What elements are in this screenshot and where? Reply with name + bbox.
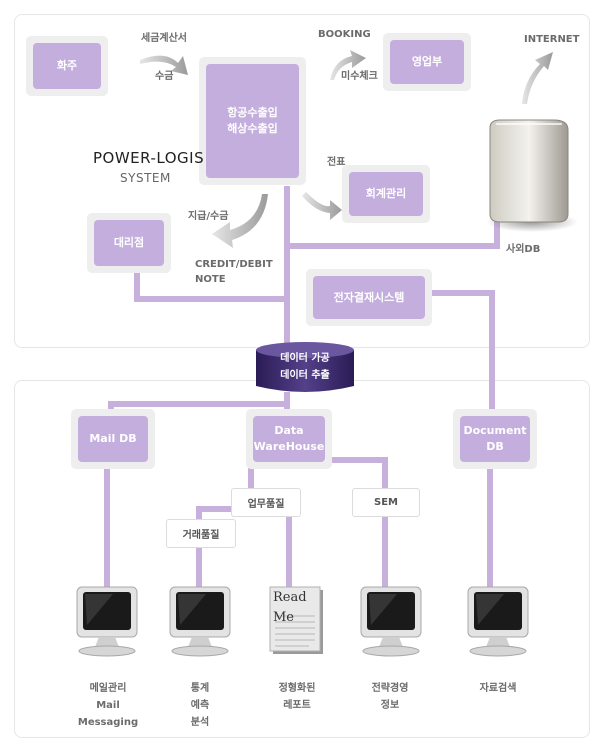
internal-db-label: 사외DB — [506, 244, 541, 255]
shipper-box[interactable]: 화주 — [26, 36, 108, 96]
trade-quality-tag: 거래품질 — [166, 519, 236, 548]
system-subtitle: SYSTEM — [120, 171, 171, 185]
connector-line — [108, 401, 114, 415]
mail-db-box[interactable]: Mail DB — [71, 409, 155, 469]
connector-line — [104, 466, 110, 588]
connector-line — [494, 215, 500, 249]
arrow-icon — [140, 50, 553, 248]
connector-line — [284, 186, 290, 344]
connector-line — [286, 512, 292, 588]
connector-line — [196, 506, 254, 512]
tax-invoice-label: 세금계산서 — [141, 33, 187, 44]
main-system-label: 항공수출입 해상수출입 — [206, 64, 299, 178]
connector-line — [134, 296, 289, 302]
monitor-icon — [76, 586, 138, 657]
database-cylinder-icon — [256, 342, 354, 392]
shipper-label: 화주 — [33, 43, 101, 89]
sales-dept-label: 영업부 — [390, 40, 464, 84]
report-output-label: 정형화된 레포트 — [278, 683, 316, 711]
accounting-box[interactable]: 회계관리 — [342, 165, 430, 223]
voucher-label: 전표 — [327, 157, 346, 168]
connector-line — [248, 464, 254, 510]
doc-text-me: Me — [273, 610, 294, 625]
unpaid-check-label: 미수체크 — [341, 71, 378, 82]
connector-line — [284, 243, 500, 249]
monitor-icon — [360, 586, 422, 657]
system-title: POWER-LOGIS — [93, 149, 205, 167]
connector-line — [382, 457, 388, 588]
connector-line — [489, 290, 495, 414]
edi-box[interactable]: 전자결재시스템 — [306, 269, 432, 326]
stats-output-label: 통계 예측 분석 — [190, 683, 210, 728]
server-icon — [486, 119, 578, 232]
data-warehouse-box[interactable]: Data WareHouse — [246, 409, 332, 469]
monitor-icon — [467, 586, 529, 657]
sales-dept-box[interactable]: 영업부 — [383, 33, 471, 91]
doc-text-read: Read — [273, 590, 307, 605]
sem-tag: SEM — [352, 488, 420, 517]
connector-line — [196, 506, 202, 590]
collection-label: 수금 — [155, 71, 174, 82]
connector-line — [284, 392, 290, 412]
search-output-label: 자료검색 — [479, 683, 517, 694]
credit-debit-label: CREDIT/DEBIT NOTE — [195, 259, 273, 285]
business-quality-tag: 업무품질 — [231, 488, 301, 517]
mail-output-label: 메일관리 Mail Messaging — [77, 683, 139, 728]
accounting-label: 회계관리 — [349, 172, 423, 216]
agency-label: 대리점 — [94, 220, 164, 266]
booking-label: BOOKING — [318, 29, 371, 40]
data-warehouse-label: Data WareHouse — [253, 416, 325, 462]
document-icon: Read Me — [269, 586, 323, 654]
document-db-label: Document DB — [460, 416, 530, 462]
agency-box[interactable]: 대리점 — [87, 213, 171, 273]
connector-line — [108, 401, 290, 407]
mail-db-label: Mail DB — [78, 416, 148, 462]
cylinder-label: 데이터 가공 데이터 추출 — [280, 353, 330, 381]
edi-label: 전자결재시스템 — [313, 276, 425, 319]
connector-line — [487, 466, 493, 588]
strategy-output-label: 전략경영 정보 — [371, 683, 409, 711]
monitor-icon — [169, 586, 231, 657]
connector-line — [330, 457, 388, 463]
document-db-box[interactable]: Document DB — [453, 409, 537, 469]
connector-line — [134, 262, 140, 300]
payment-label: 지급/수금 — [188, 211, 229, 222]
internet-label: INTERNET — [524, 34, 580, 45]
main-system-box[interactable]: 항공수출입 해상수출입 — [199, 57, 306, 185]
connector-line — [425, 290, 495, 296]
